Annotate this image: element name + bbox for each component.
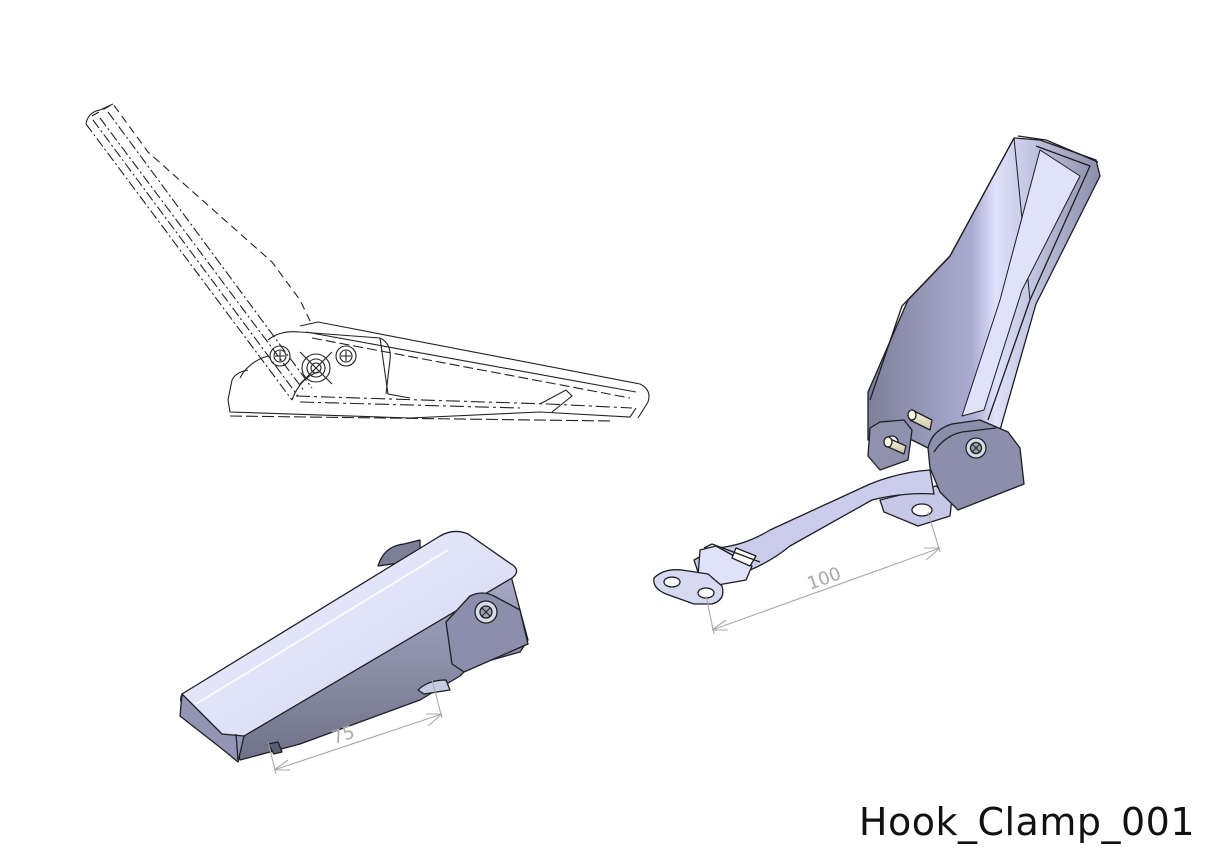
dimension-75: [267, 679, 443, 775]
side-view-line-drawing: [85, 103, 650, 422]
open-lever-tip: [85, 103, 114, 125]
closed-lever: [299, 321, 650, 419]
open-clamp-3d: [653, 135, 1101, 605]
pin-upper: [907, 409, 933, 431]
base-plate: [227, 399, 637, 419]
open-clamp-screw: [965, 437, 987, 459]
clamp-front: [179, 693, 245, 763]
pivot-bracket-right: [927, 419, 1025, 511]
pin-lower: [883, 436, 907, 455]
screw-right: [335, 345, 357, 367]
open-lever-outline: [91, 103, 313, 326]
drawing-title: Hook_Clamp_001: [858, 800, 1195, 844]
hook-tip-line: [539, 389, 573, 413]
pivot-spring: [299, 351, 333, 385]
bracket-plate: [445, 592, 529, 673]
dimension-100: [705, 511, 941, 635]
closed-clamp-screw: [474, 600, 498, 624]
open-lever-phantom: [85, 111, 313, 401]
screw-left: [269, 345, 291, 367]
dimension-100-label: 100: [805, 563, 844, 594]
closed-clamp-3d: [179, 530, 529, 763]
